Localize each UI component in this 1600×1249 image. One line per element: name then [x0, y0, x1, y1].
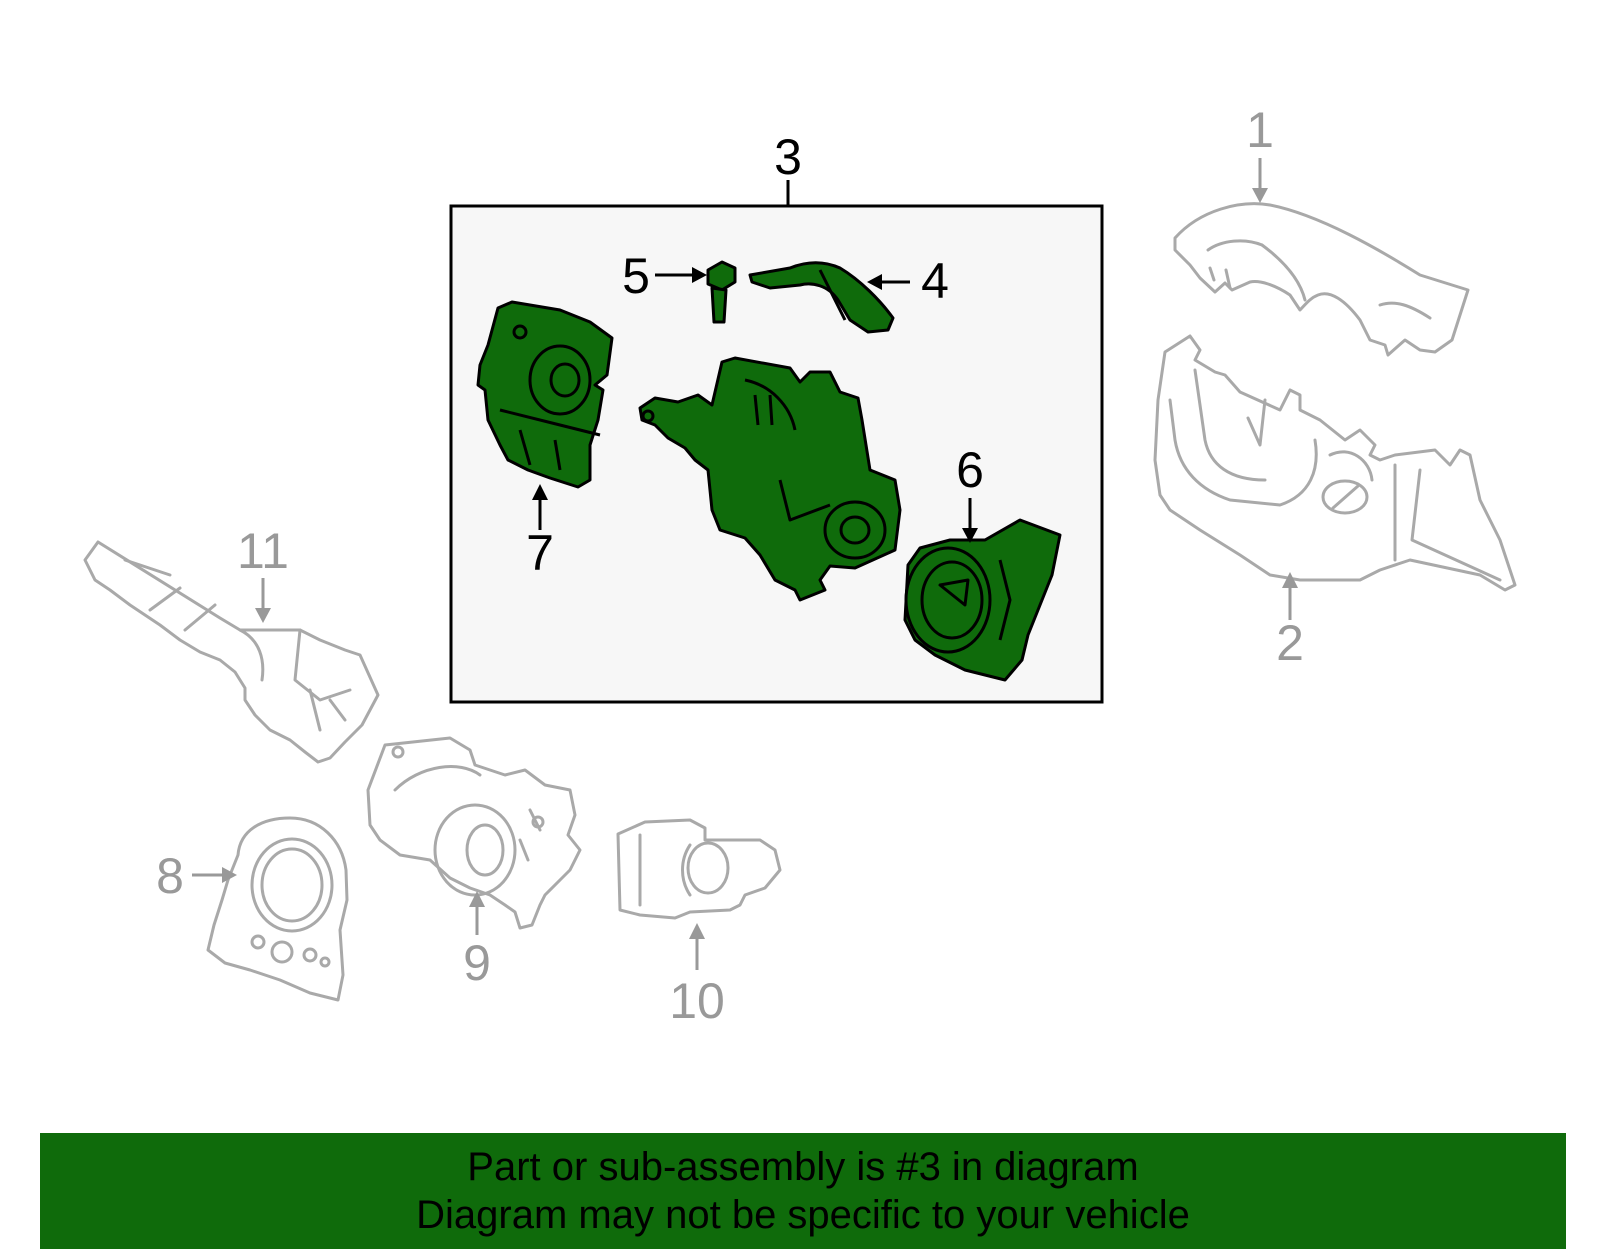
callout-9: 9 — [463, 935, 491, 991]
part-7-lock-module — [476, 300, 614, 489]
footer-banner-bg — [40, 1133, 1566, 1249]
part-5-bolt — [706, 260, 737, 324]
footer-line-1: Part or sub-assembly is #3 in diagram — [467, 1145, 1139, 1189]
callout-1: 1 — [1246, 102, 1274, 158]
callout-5: 5 — [622, 248, 650, 304]
part-4-bracket — [748, 261, 895, 334]
callout-11: 11 — [237, 523, 289, 579]
callout-6: 6 — [956, 442, 984, 498]
callout-3: 3 — [774, 129, 802, 185]
callout-7: 7 — [526, 525, 554, 581]
callout-4: 4 — [921, 253, 949, 309]
callout-10: 10 — [669, 973, 725, 1029]
callout-8: 8 — [156, 848, 184, 904]
footer-banner: Part or sub-assembly is #3 in diagram Di… — [40, 1133, 1566, 1249]
part-8-clockspring — [206, 816, 349, 1002]
footer-line-2: Diagram may not be specific to your vehi… — [416, 1193, 1190, 1237]
part-6-ignition-cylinder — [903, 518, 1062, 682]
part-1-upper-column-cover — [1173, 202, 1470, 357]
part-10-switch — [616, 818, 782, 920]
part-3-steering-lock-housing — [638, 356, 902, 602]
callout-2: 2 — [1276, 615, 1304, 671]
part-11-wiper-switch — [83, 540, 380, 764]
part-2-lower-column-cover — [1153, 334, 1517, 592]
